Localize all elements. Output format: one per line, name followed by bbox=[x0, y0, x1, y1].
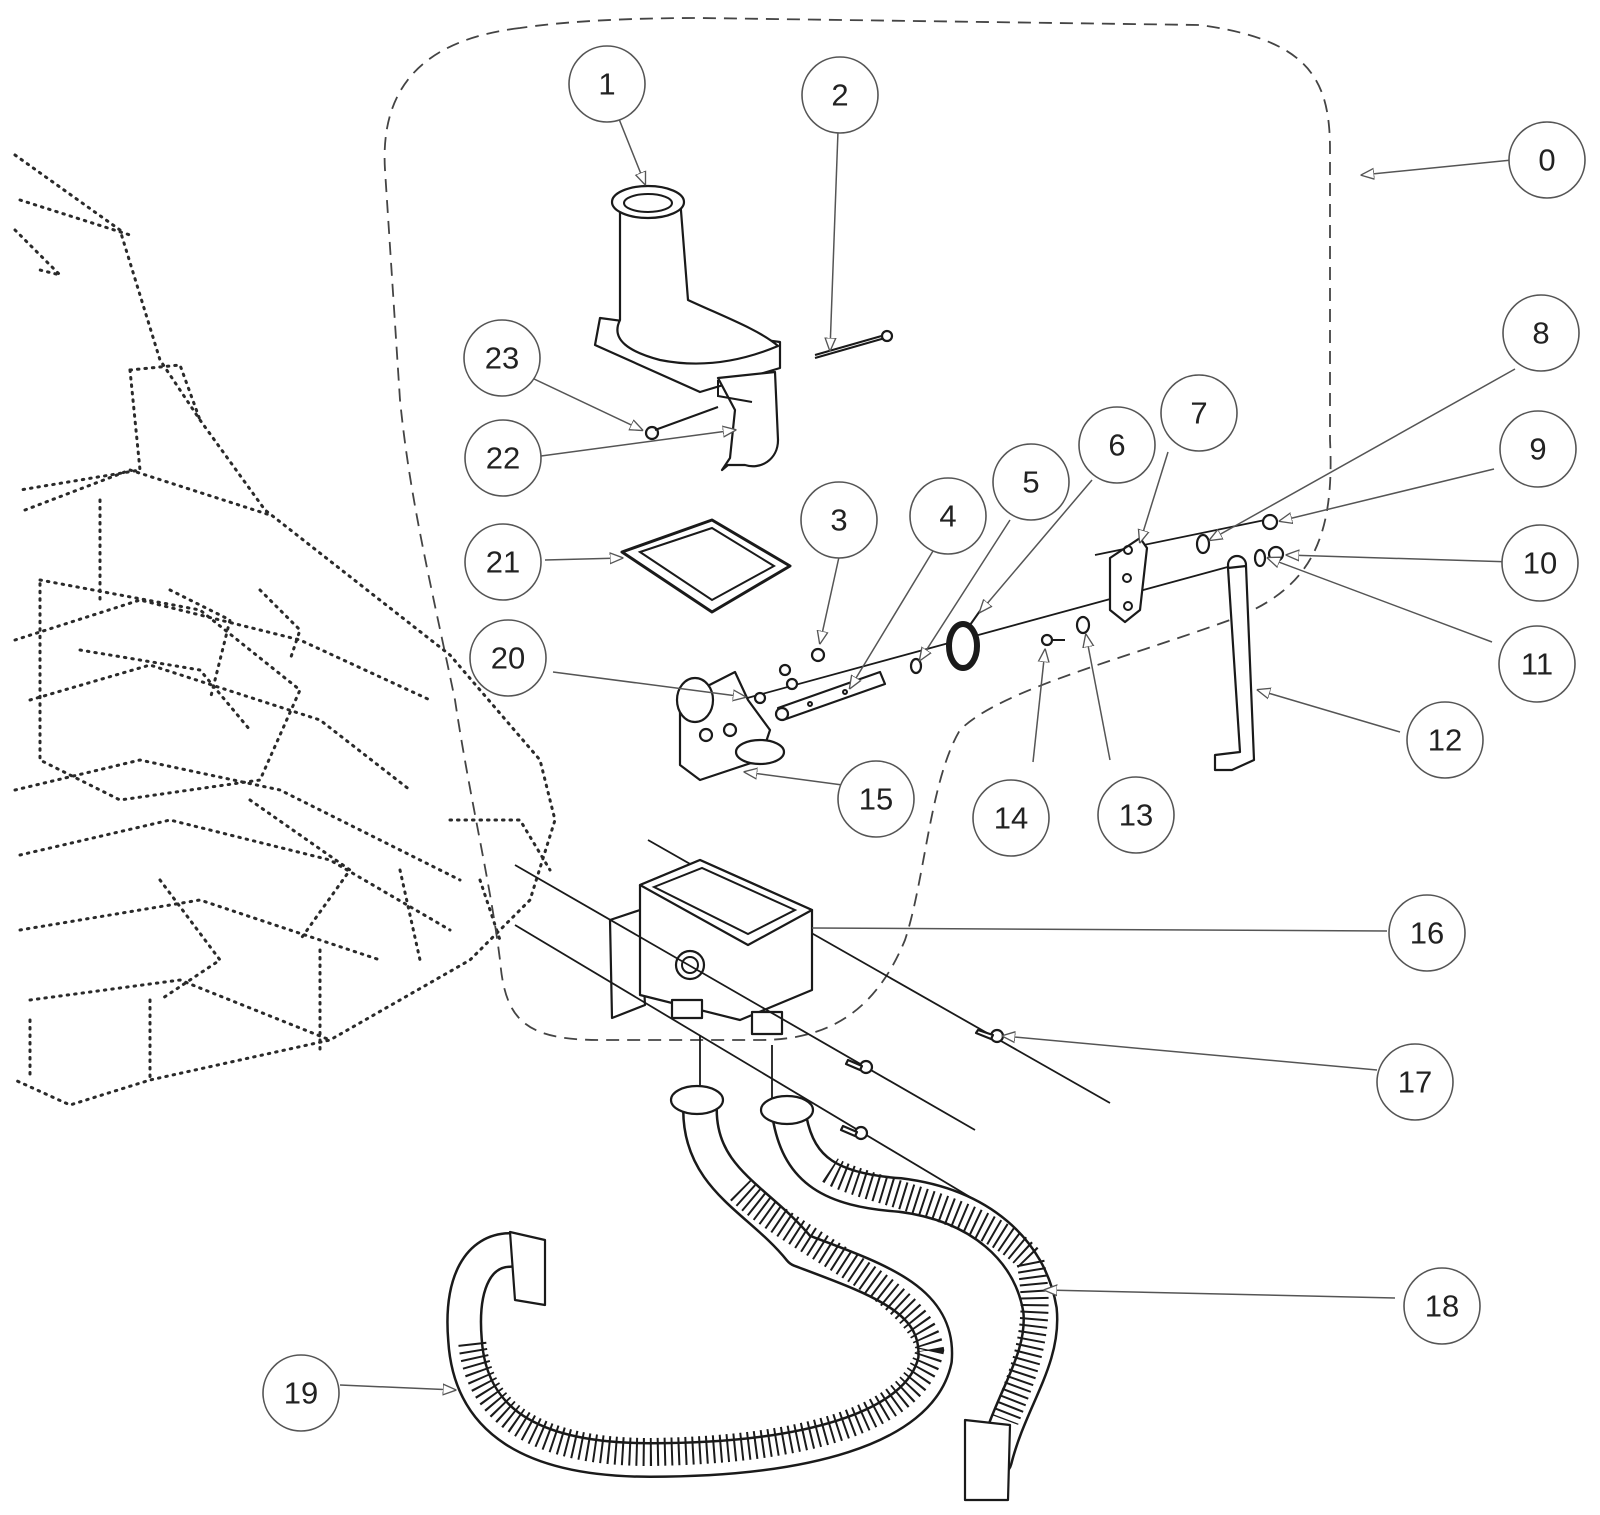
callout-19: 19 bbox=[262, 1354, 340, 1432]
callout-2: 2 bbox=[801, 56, 879, 134]
lever-part bbox=[1213, 554, 1256, 772]
callout-10: 10 bbox=[1501, 524, 1579, 602]
callout-13: 13 bbox=[1097, 776, 1175, 854]
svg-text:13: 13 bbox=[1119, 798, 1153, 833]
bracket-part bbox=[675, 670, 786, 782]
callout-1: 1 bbox=[568, 45, 646, 123]
callout-23: 23 bbox=[463, 319, 541, 397]
svg-text:12: 12 bbox=[1428, 723, 1462, 758]
svg-text:22: 22 bbox=[486, 441, 520, 476]
washer-part-5 bbox=[909, 657, 923, 675]
svg-text:19: 19 bbox=[284, 1376, 318, 1411]
callout-7: 7 bbox=[1160, 374, 1238, 452]
svg-text:8: 8 bbox=[1532, 316, 1549, 351]
svg-text:10: 10 bbox=[1523, 546, 1557, 581]
callout-5: 5 bbox=[992, 443, 1070, 521]
callout-12: 12 bbox=[1406, 701, 1484, 779]
svg-text:14: 14 bbox=[994, 801, 1028, 836]
small-fasteners bbox=[753, 647, 826, 705]
hose-part-18 bbox=[759, 1094, 1059, 1502]
callout-18: 18 bbox=[1403, 1267, 1481, 1345]
svg-text:7: 7 bbox=[1190, 396, 1207, 431]
svg-text:17: 17 bbox=[1398, 1065, 1432, 1100]
washer-part-8 bbox=[1195, 533, 1211, 555]
svg-text:23: 23 bbox=[485, 341, 519, 376]
callout-15: 15 bbox=[837, 760, 915, 838]
callout-9: 9 bbox=[1499, 410, 1577, 488]
callout-21: 21 bbox=[464, 523, 542, 601]
washer-part-11 bbox=[1253, 548, 1267, 568]
svg-text:3: 3 bbox=[830, 503, 847, 538]
svg-text:9: 9 bbox=[1529, 432, 1546, 467]
spring-part bbox=[946, 607, 983, 671]
callout-14: 14 bbox=[972, 779, 1050, 857]
nut-part-9 bbox=[1261, 513, 1279, 531]
svg-text:15: 15 bbox=[859, 782, 893, 817]
vehicle-frame-outline bbox=[13, 153, 557, 1107]
callout-0: 0 bbox=[1508, 121, 1586, 199]
svg-text:6: 6 bbox=[1108, 428, 1125, 463]
svg-text:11: 11 bbox=[1521, 647, 1553, 682]
callout-17: 17 bbox=[1376, 1043, 1454, 1121]
callout-8: 8 bbox=[1502, 294, 1580, 372]
callout-11: 11 bbox=[1498, 625, 1576, 703]
svg-text:4: 4 bbox=[939, 499, 956, 534]
hinge-axis bbox=[654, 406, 719, 431]
housing-part bbox=[608, 839, 1111, 1104]
svg-text:0: 0 bbox=[1538, 143, 1555, 178]
svg-text:21: 21 bbox=[486, 545, 520, 580]
callout-20: 20 bbox=[469, 619, 547, 697]
gasket-part bbox=[620, 518, 792, 614]
bolt-part-14 bbox=[1040, 633, 1065, 647]
svg-text:2: 2 bbox=[831, 78, 848, 113]
shaft-axis bbox=[739, 564, 1236, 701]
leader-lines bbox=[339, 118, 1516, 1390]
washer-part-13 bbox=[1075, 615, 1091, 635]
svg-text:20: 20 bbox=[491, 641, 525, 676]
assembly-boundary bbox=[383, 17, 1332, 1041]
filler-neck-part bbox=[593, 184, 782, 472]
callout-16: 16 bbox=[1388, 894, 1466, 972]
pin-part bbox=[814, 329, 894, 359]
plate-part bbox=[1108, 536, 1149, 624]
svg-text:5: 5 bbox=[1022, 465, 1039, 500]
hose-part-19 bbox=[446, 1084, 954, 1478]
svg-text:16: 16 bbox=[1410, 916, 1444, 951]
callout-6: 6 bbox=[1078, 406, 1156, 484]
svg-text:1: 1 bbox=[598, 67, 615, 102]
mount-bolts bbox=[514, 864, 1005, 1201]
callout-22: 22 bbox=[464, 419, 542, 497]
callout-4: 4 bbox=[909, 477, 987, 555]
callout-3: 3 bbox=[800, 481, 878, 559]
svg-text:18: 18 bbox=[1425, 1289, 1459, 1324]
